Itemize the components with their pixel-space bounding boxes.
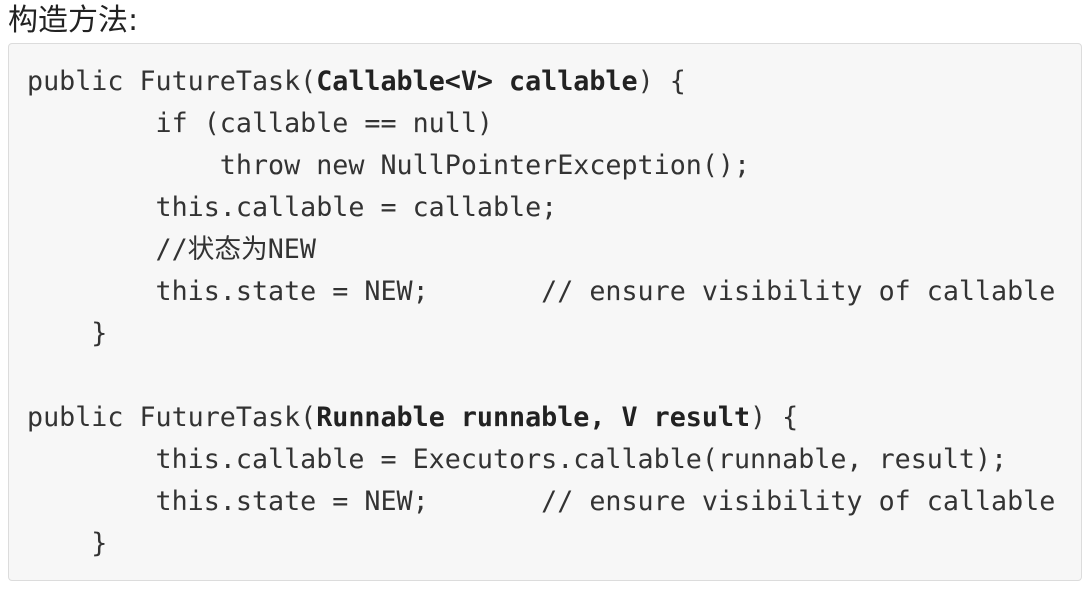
code-text: throw new NullPointerException(); <box>27 150 751 181</box>
code-comment: //状态为NEW <box>27 234 316 265</box>
code-text: public FutureTask( <box>27 402 317 433</box>
code-text: public FutureTask( <box>27 66 317 97</box>
code-text: this.callable = Executors.callable(runna… <box>27 444 1008 475</box>
code-block: public FutureTask(Callable<V> callable) … <box>8 43 1082 581</box>
code-text: this.state = NEW; // ensure visibility o… <box>27 276 1056 307</box>
code-line: this.state = NEW; // ensure visibility o… <box>27 481 1081 523</box>
code-text: this.state = NEW; // ensure visibility o… <box>27 486 1056 517</box>
code-text-bold: Runnable runnable, V result <box>316 402 751 433</box>
code-line: if (callable == null) <box>27 103 1081 145</box>
code-line: this.callable = Executors.callable(runna… <box>27 439 1081 481</box>
code-line: } <box>27 523 1081 565</box>
code-line: public FutureTask(Callable<V> callable) … <box>27 61 1081 103</box>
code-text: ) { <box>637 66 686 97</box>
section-heading: 构造方法: <box>8 3 139 38</box>
code-text: if (callable == null) <box>27 108 493 139</box>
code-text: this.callable = callable; <box>27 192 558 223</box>
code-line: public FutureTask(Runnable runnable, V r… <box>27 397 1081 439</box>
code-text-bold: Callable<V> callable <box>316 66 638 97</box>
code-line: } <box>27 313 1081 355</box>
code-text: } <box>27 528 108 559</box>
code-comment-line: //状态为NEW <box>27 229 1081 271</box>
code-text: } <box>27 318 108 349</box>
code-line: throw new NullPointerException(); <box>27 145 1081 187</box>
code-blank-line <box>27 355 1081 397</box>
code-line: this.callable = callable; <box>27 187 1081 229</box>
code-text: ) { <box>750 402 799 433</box>
code-line: this.state = NEW; // ensure visibility o… <box>27 271 1081 313</box>
